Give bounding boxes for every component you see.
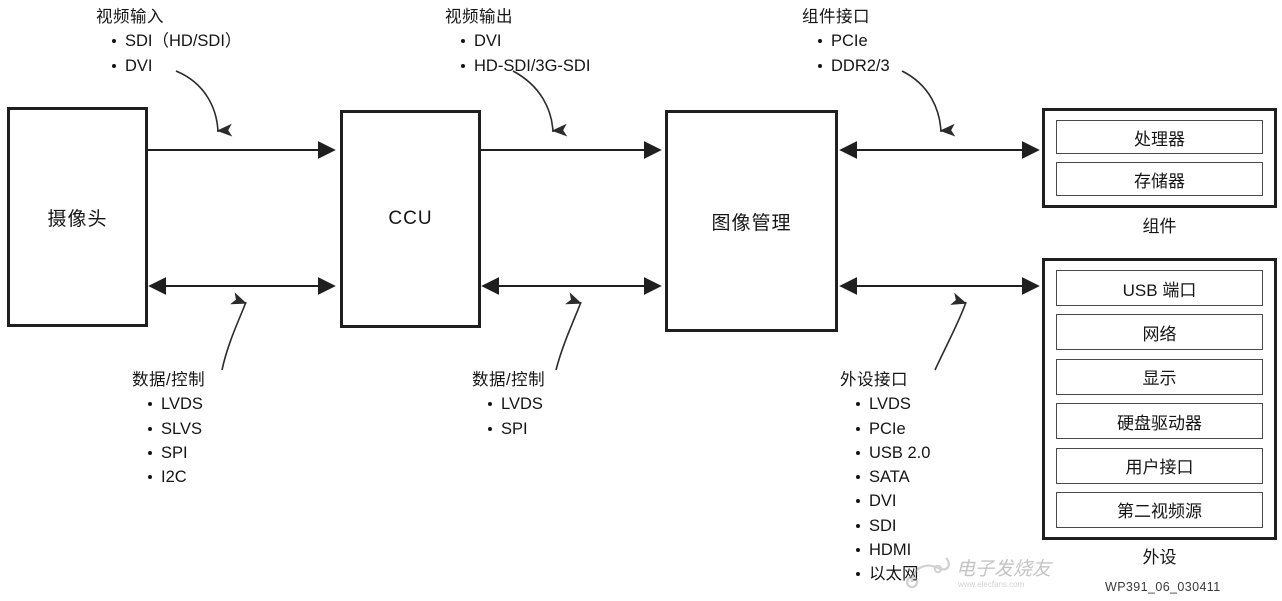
callout-data-control-ccu-title: 数据/控制	[472, 371, 546, 389]
group-item-user-interface-label: 用户接口	[1125, 458, 1194, 478]
callout-list-item: DVI	[856, 489, 930, 513]
callout-video-input: 视频输入 SDI（HD/SDI） DVI	[96, 5, 241, 78]
block-ccu-label: CCU	[388, 208, 433, 229]
callout-list-item: SLVS	[148, 417, 205, 441]
group-box-components[interactable]: 处理器 存储器	[1042, 108, 1277, 208]
group-item-network-label: 网络	[1142, 324, 1177, 344]
group-item-memory[interactable]: 存储器	[1056, 162, 1263, 196]
group-item-network[interactable]: 网络	[1056, 314, 1263, 351]
block-ccu[interactable]: CCU	[340, 110, 481, 328]
callout-data-control-camera: 数据/控制 LVDS SLVS SPI I2C	[132, 368, 205, 489]
callout-list-item: SATA	[856, 465, 930, 489]
group-box-peripherals[interactable]: USB 端口 网络 显示 硬盘驱动器 用户接口 第二视频源	[1042, 258, 1277, 540]
group-item-secondary-video-source-label: 第二视频源	[1117, 502, 1202, 522]
group-item-usb-ports[interactable]: USB 端口	[1056, 270, 1263, 306]
callout-list-item: LVDS	[488, 392, 545, 416]
callout-video-output: 视频输出 DVI HD-SDI/3G-SDI	[445, 5, 590, 78]
callout-list-item: SDI（HD/SDI）	[112, 29, 241, 53]
group-item-memory-label: 存储器	[1134, 171, 1185, 191]
group-caption-peripherals: 外设	[1142, 548, 1177, 567]
callout-video-input-list: SDI（HD/SDI） DVI	[96, 29, 241, 78]
callout-peripheral-interface-title: 外设接口	[840, 371, 908, 389]
callout-list-item: DVI	[112, 54, 241, 78]
group-item-user-interface[interactable]: 用户接口	[1056, 447, 1263, 484]
callout-list-item: LVDS	[148, 392, 205, 416]
callout-list-item: SDI	[856, 514, 930, 538]
callout-list-item: SPI	[148, 441, 205, 465]
callout-peripheral-interface: 外设接口 LVDS PCIe USB 2.0 SATA DVI SDI HDMI…	[840, 368, 930, 586]
group-caption-components: 组件	[1142, 217, 1177, 236]
leader-video-input	[175, 70, 233, 137]
group-item-processor-label: 处理器	[1134, 129, 1185, 149]
callout-list-item: PCIe	[856, 417, 930, 441]
callout-data-control-ccu: 数据/控制 LVDS SPI	[472, 368, 545, 441]
callout-list-item: PCIe	[818, 29, 890, 53]
watermark-url: www.elecfans.com	[958, 580, 1025, 589]
callout-peripheral-interface-list: LVDS PCIe USB 2.0 SATA DVI SDI HDMI 以太网	[840, 392, 930, 586]
callout-list-item: 以太网	[856, 562, 930, 586]
block-camera[interactable]: 摄像头	[7, 107, 148, 327]
leader-video-output	[512, 70, 568, 137]
callout-video-output-list: DVI HD-SDI/3G-SDI	[445, 29, 590, 78]
watermark-text: 电子发烧友	[956, 558, 1052, 580]
callout-data-control-ccu-list: LVDS SPI	[472, 392, 545, 441]
group-item-hard-drive[interactable]: 硬盘驱动器	[1056, 403, 1263, 440]
callout-component-interface-title: 组件接口	[802, 8, 870, 26]
block-image-management-label: 图像管理	[711, 212, 792, 234]
callout-list-item: HD-SDI/3G-SDI	[461, 54, 590, 78]
group-item-display[interactable]: 显示	[1056, 358, 1263, 395]
callout-list-item: DDR2/3	[818, 54, 890, 78]
site-watermark: 电子发烧友 www.elecfans.com	[900, 548, 1240, 596]
group-item-hard-drive-label: 硬盘驱动器	[1117, 413, 1202, 433]
callout-list-item: HDMI	[856, 538, 930, 562]
leader-data-control-camera	[221, 292, 247, 371]
leader-peripheral-interface	[934, 292, 967, 371]
watermark-logo-icon	[905, 557, 950, 589]
callout-list-item: USB 2.0	[856, 441, 930, 465]
figure-id-label: WP391_06_030411	[1105, 580, 1221, 594]
group-item-display-label: 显示	[1142, 369, 1177, 389]
group-item-usb-ports-label: USB 端口	[1122, 280, 1197, 300]
callout-list-item: DVI	[461, 29, 590, 53]
callout-list-item: SPI	[488, 417, 545, 441]
block-camera-label: 摄像头	[47, 208, 108, 230]
block-image-management[interactable]: 图像管理	[665, 110, 838, 332]
callout-video-output-title: 视频输出	[445, 8, 513, 26]
leader-data-control-ccu	[555, 292, 582, 371]
leader-component-interface	[901, 70, 956, 137]
group-item-processor[interactable]: 处理器	[1056, 120, 1263, 154]
callout-component-interface-list: PCIe DDR2/3	[802, 29, 890, 78]
callout-video-input-title: 视频输入	[96, 8, 164, 26]
callout-data-control-camera-title: 数据/控制	[132, 371, 206, 389]
callout-data-control-camera-list: LVDS SLVS SPI I2C	[132, 392, 205, 489]
group-item-secondary-video-source[interactable]: 第二视频源	[1056, 491, 1263, 528]
callout-component-interface: 组件接口 PCIe DDR2/3	[802, 5, 890, 78]
callout-list-item: I2C	[148, 465, 205, 489]
callout-list-item: LVDS	[856, 392, 930, 416]
